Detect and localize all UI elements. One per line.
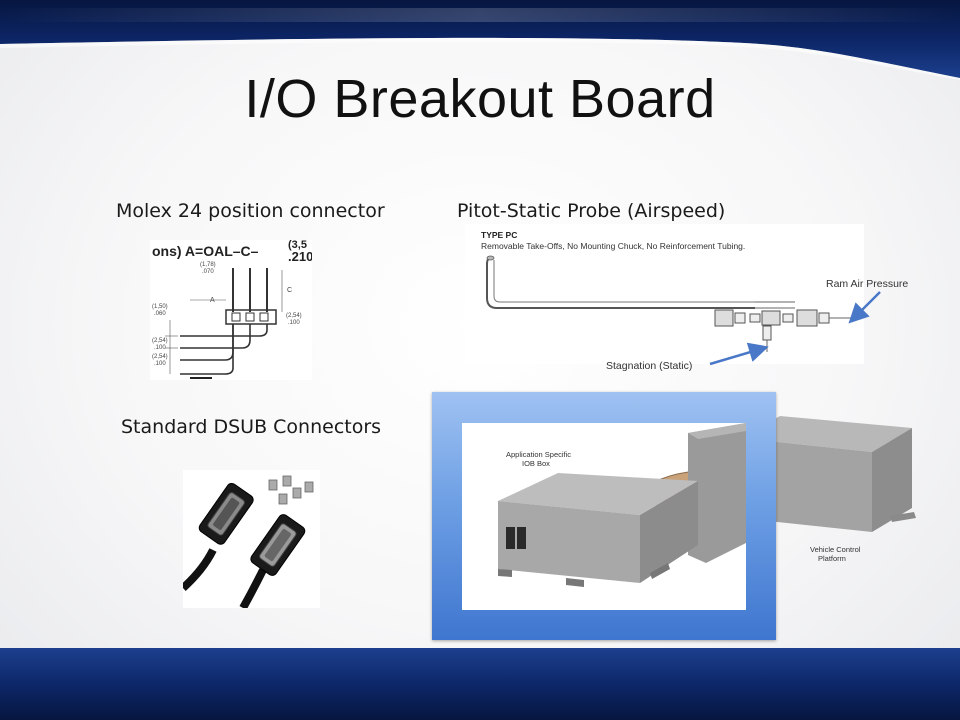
molex-dim-070: .070 (202, 269, 214, 275)
iob-label-line1: Application Specific (506, 450, 571, 459)
molex-header-value2: .210 (288, 249, 312, 264)
molex-dim-100a: .100 (154, 345, 166, 351)
pitot-type-desc: Removable Take-Offs, No Mounting Chuck, … (481, 241, 745, 251)
vcp-label-line2: Platform (818, 554, 846, 563)
bottom-banner (0, 648, 960, 720)
iob-render-inner: Application Specific IOB Box (462, 423, 746, 610)
static-arrow-icon (709, 342, 769, 366)
molex-connector-drawing: ons) A=OAL–C– (3,5 .210 (1,78) .070 A C … (150, 240, 312, 380)
pitot-caption: Pitot-Static Probe (Airspeed) (457, 200, 726, 222)
ram-air-arrow-icon (848, 291, 881, 324)
dsub-svg (183, 475, 314, 608)
stagnation-static-label: Stagnation (Static) (606, 360, 693, 372)
molex-dim-178: (1,78) (200, 262, 216, 268)
molex-dim-100b: .100 (154, 361, 166, 367)
molex-dim-254a: (2,54) (152, 338, 168, 344)
molex-dim-060: .060 (154, 311, 166, 317)
molex-dim-100c: .100 (288, 320, 300, 326)
molex-caption: Molex 24 position connector (116, 200, 385, 222)
iob-label-line2: IOB Box (522, 459, 550, 468)
molex-drawing-svg: ons) A=OAL–C– (3,5 .210 (1,78) .070 A C … (152, 240, 312, 379)
slide-title: I/O Breakout Board (244, 69, 716, 129)
molex-header-value: (3,5 (288, 240, 307, 251)
pitot-probe-svg: TYPE PC Removable Take-Offs, No Mounting… (481, 230, 857, 352)
dsub-connectors-photo (183, 470, 320, 608)
top-banner (0, 0, 960, 80)
pitot-probe-image: TYPE PC Removable Take-Offs, No Mounting… (465, 224, 864, 364)
pitot-type-title: TYPE PC (481, 230, 517, 240)
iob-box-render: Application Specific IOB Box (498, 423, 746, 587)
molex-dim-150: (1,50) (152, 304, 168, 310)
dsub-caption: Standard DSUB Connectors (121, 416, 382, 438)
ram-air-pressure-label: Ram Air Pressure (826, 278, 909, 290)
molex-dim-254b: (2,54) (152, 354, 168, 360)
molex-dim-254c: (2,54) (286, 313, 302, 319)
molex-header-text: ons) A=OAL–C– (152, 243, 259, 259)
pitot-arrows (709, 291, 881, 366)
molex-dim-c: C (287, 287, 292, 294)
molex-dim-a: A (210, 297, 215, 304)
iob-image-frame: Application Specific IOB Box (432, 392, 776, 640)
vcp-label-line1: Vehicle Control (810, 545, 861, 554)
